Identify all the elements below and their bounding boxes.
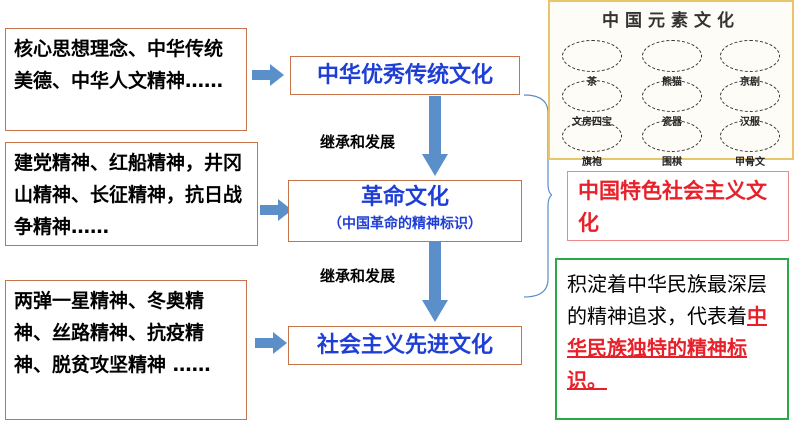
socialist-culture-box: 社会主义先进文化 [288,326,522,365]
down-arrow-icon [422,96,448,176]
title: 社会主义先进文化 [316,333,493,358]
title: 革命文化 [360,185,449,210]
text: 建党精神、红船精神，井冈山精神、长征精神，抗日战争精神…… [14,152,243,238]
subtitle: （中国革命的精神标识） [328,216,482,232]
text: 中国特色社会主义文化 [578,179,767,235]
socialist-examples-box: 两弹一星精神、冬奥精神、丝路精神、抗疫精神、脱贫攻坚精神 …… [5,280,247,420]
right-arrow-icon [252,64,284,86]
down-arrow-icon [422,242,448,322]
oval-frame [642,120,702,152]
chinese-elements-image: 中国元素文化 茶 熊猫 京剧 文房四宝 瓷器 汉服 旗袍 围棋 甲骨文 [548,0,794,168]
oval-frame [562,40,622,72]
explanation-box: 积淀着中华民族最深层的精神追求，代表着中华民族独特的精神标识。 [555,258,789,420]
highlight-text: 中华民族独特的精神标识。 [567,304,767,392]
image-title: 中国元素文化 [602,11,740,31]
right-arrow-icon [255,332,287,354]
image-cell: 甲骨文 [720,120,780,168]
text: 两弹一星精神、冬奥精神、丝路精神、抗疫精神、脱贫攻坚精神 …… [14,290,211,376]
item: 旗袍 [582,157,602,168]
oval-frame [642,80,702,112]
revolutionary-culture-box: 革命文化 （中国革命的精神标识） [288,180,522,242]
text: 核心思想理念、中华传统美德、中华人文精神…… [14,38,224,92]
text: 积淀着中华民族最深层的精神追求，代表着 [567,272,767,328]
image-cell: 旗袍 [562,120,622,168]
revolutionary-examples-box: 建党精神、红船精神，井冈山精神、长征精神，抗日战争精神…… [5,142,258,246]
traditional-culture-box: 中华优秀传统文化 [290,56,520,95]
oval-frame [642,40,702,72]
oval-frame [720,120,780,152]
title: 中华优秀传统文化 [316,63,493,88]
brace-icon [523,94,552,298]
oval-frame [720,80,780,112]
item: 围棋 [662,157,682,168]
traditional-examples-box: 核心思想理念、中华传统美德、中华人文精神…… [5,28,247,131]
socialist-culture-with-chinese-characteristics-box: 中国特色社会主义文化 [567,171,789,241]
image-cell: 围棋 [642,120,702,168]
oval-frame [720,40,780,72]
arrow-label: 继承和发展 [320,133,396,151]
oval-frame [562,80,622,112]
right-arrow-icon [260,199,292,221]
arrow-label: 继承和发展 [320,267,396,285]
item: 甲骨文 [735,157,765,168]
oval-frame [562,120,622,152]
